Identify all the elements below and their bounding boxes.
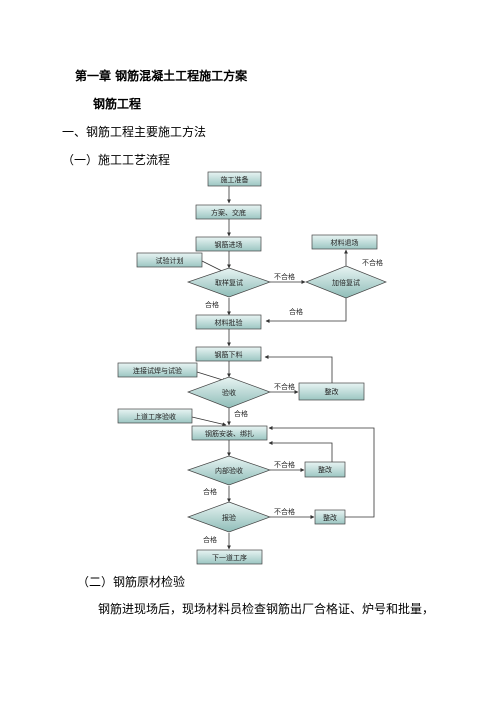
node-test-plan	[136, 252, 203, 268]
edge-pass-report: 合格	[203, 535, 217, 544]
node-internal-check	[186, 455, 272, 486]
node-rectify-2	[304, 461, 346, 478]
label-prev-process: 上道工序验收	[134, 412, 176, 421]
edge-pass-sample: 合格	[205, 300, 219, 309]
label-rectify-1: 整改	[325, 387, 339, 396]
label-next-process: 下一道工序	[212, 553, 247, 562]
label-weld-test: 连接试焊与试验	[133, 366, 182, 375]
node-sample-check	[186, 267, 272, 298]
edge-fail-extra: 不合格	[362, 258, 383, 267]
node-extra-check	[305, 265, 387, 299]
label-extra-check: 加倍复试	[332, 278, 360, 287]
label-material-exit: 材料退场	[331, 238, 359, 247]
node-material-exit	[311, 234, 378, 250]
label-rectify-3: 整改	[323, 513, 337, 522]
label-steel-in: 钢筋进场	[215, 240, 243, 249]
node-material-acceptance	[195, 314, 262, 330]
label-cutting: 钢筋下料	[215, 350, 243, 359]
edge-pass-inspection: 合格	[234, 409, 248, 418]
edge-pass-extra: 合格	[289, 307, 303, 316]
label-binding: 钢筋安装、绑扎	[205, 429, 254, 438]
node-binding	[191, 425, 268, 441]
label-plan: 方案、交底	[211, 208, 246, 217]
node-rectify-1	[298, 382, 365, 401]
chapter-title: 第一章 钢筋混凝土工程施工方案	[75, 69, 248, 83]
node-steel-in	[195, 236, 262, 252]
label-internal-check: 内部验收	[215, 466, 243, 475]
edge-pass-internal: 合格	[203, 487, 217, 496]
section-title: 钢筋工程	[93, 97, 142, 111]
edge-fail-internal: 不合格	[274, 460, 295, 469]
node-start	[207, 171, 262, 187]
label-test-plan: 试验计划	[156, 256, 184, 265]
node-report-check	[186, 501, 272, 533]
node-next-process	[196, 549, 263, 565]
subsection-heading: 一、钢筋工程主要施工方法	[62, 125, 207, 139]
material-inspection-heading: （二）钢筋原材检验	[77, 575, 186, 589]
label-report-check: 报验	[222, 513, 236, 522]
node-plan	[195, 204, 262, 220]
label-inspection: 验收	[222, 388, 236, 397]
body-paragraph: 钢筋进现场后，现场材料员检查钢筋出厂合格证、炉号和批量，	[98, 602, 435, 616]
label-sample-check: 取样复试	[215, 278, 243, 287]
edge-fail-sample: 不合格	[274, 272, 295, 281]
edge-fail-report: 不合格	[274, 507, 295, 516]
process-flow-heading: （一）施工工艺流程	[62, 153, 171, 167]
edge-fail-inspection: 不合格	[274, 382, 295, 391]
node-rectify-3	[314, 509, 346, 525]
label-rectify-2: 整改	[318, 465, 332, 474]
node-inspection	[187, 376, 271, 409]
label-material-acceptance: 材料批验	[215, 318, 243, 327]
label-start: 施工准备	[221, 175, 249, 184]
node-weld-test	[117, 362, 198, 378]
node-cutting	[195, 346, 262, 362]
node-prev-process	[117, 408, 193, 424]
